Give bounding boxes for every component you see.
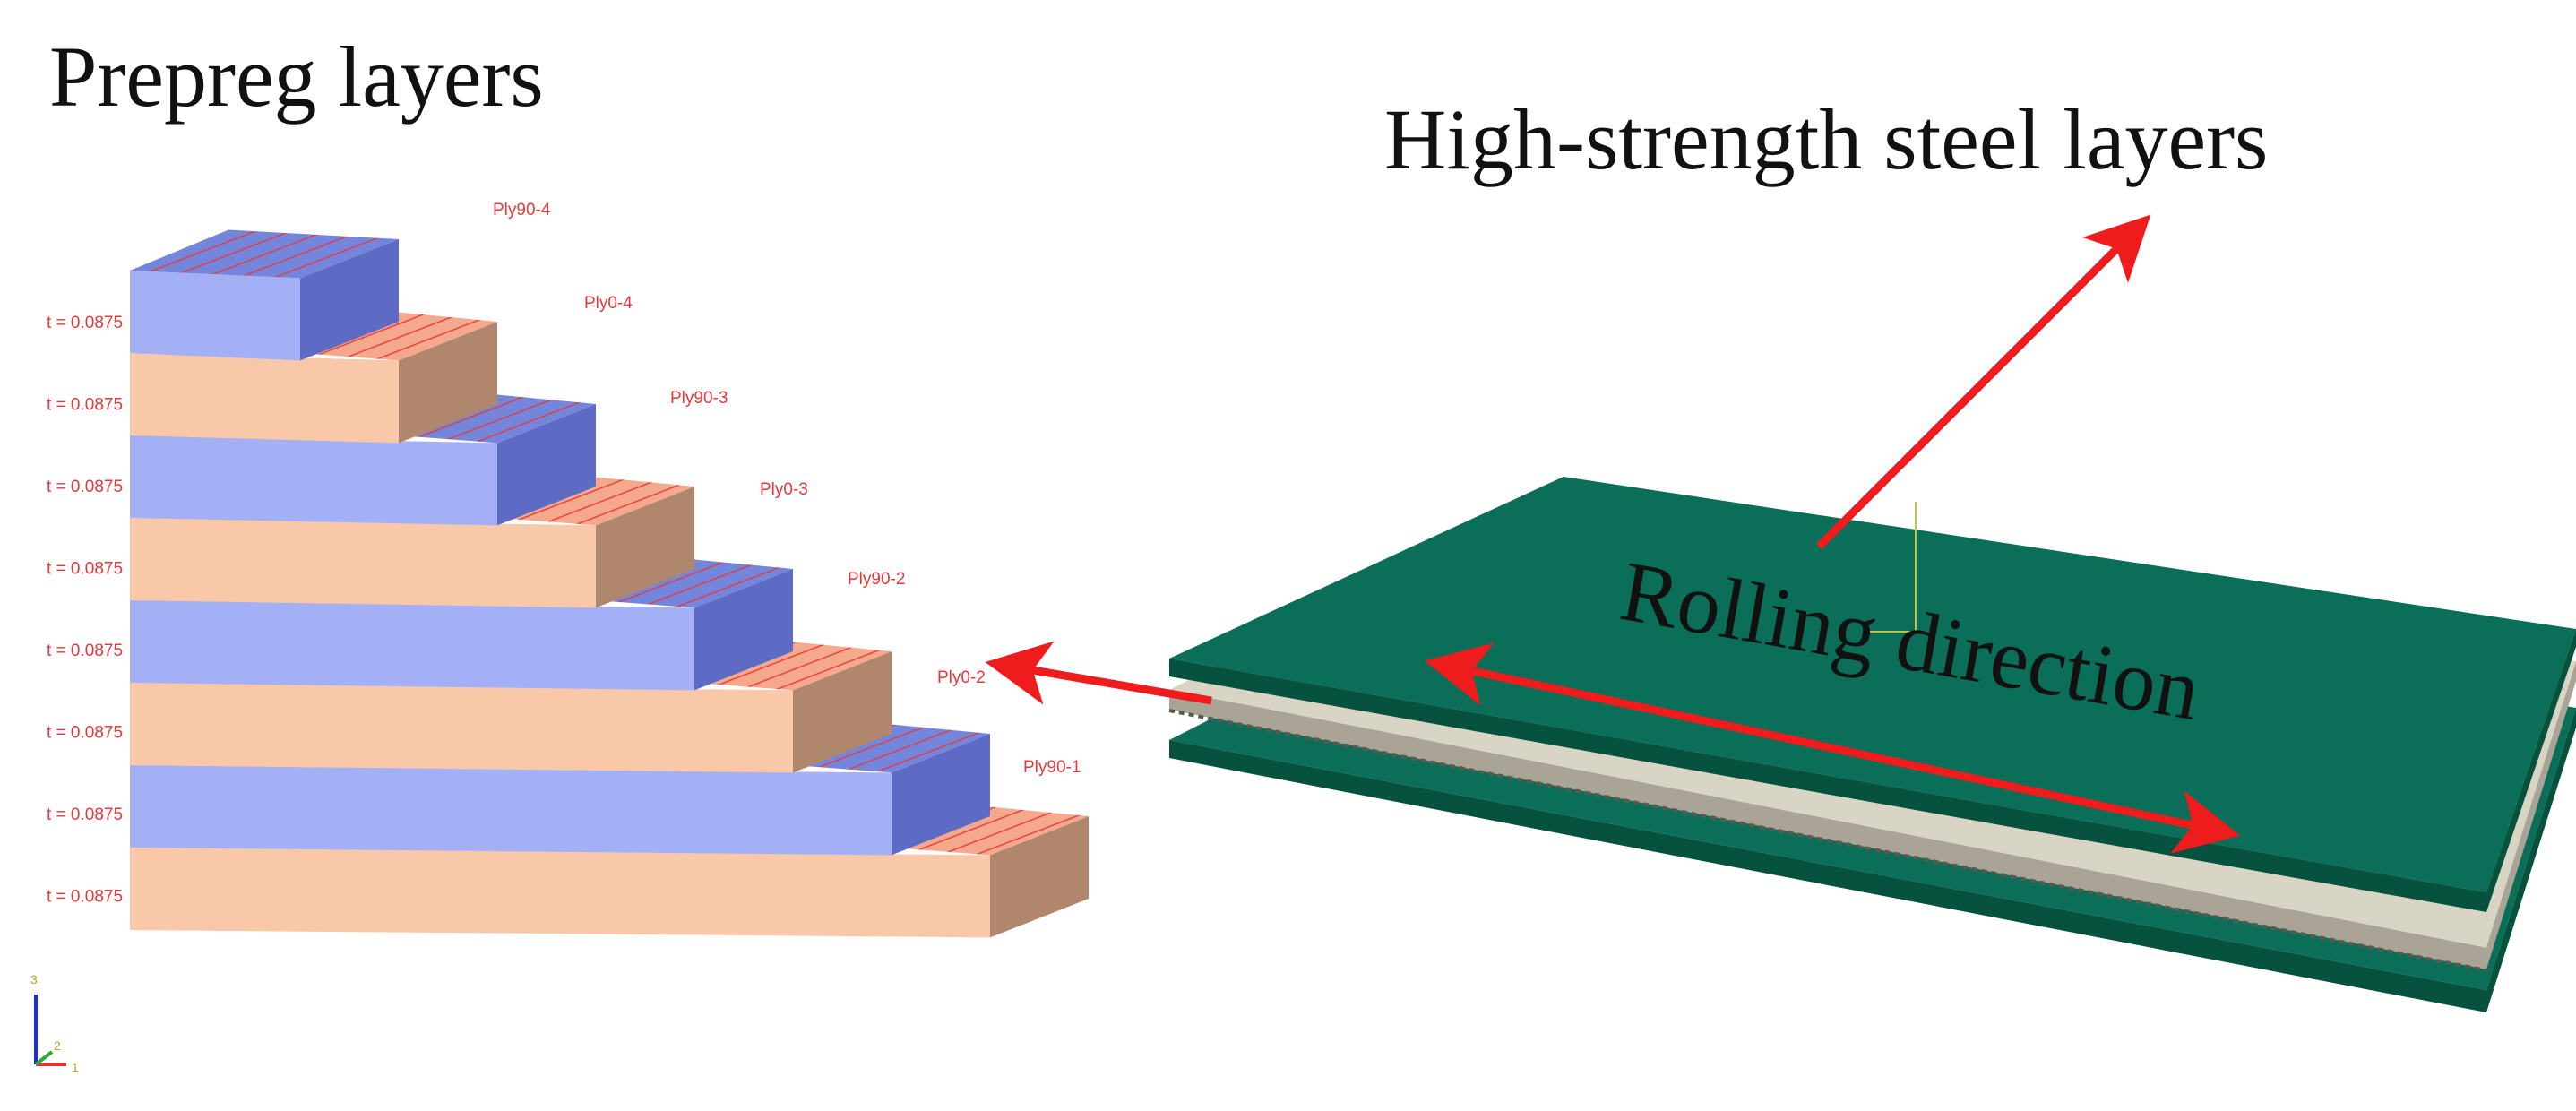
axis-2-line — [34, 1050, 54, 1066]
steel-layers-arrow — [1815, 214, 2151, 550]
ply-front-face-7 — [130, 271, 300, 361]
ply-front-face-6 — [130, 353, 399, 444]
core-layer-edge — [1169, 661, 2576, 969]
ply-top-face-0 — [892, 806, 1089, 856]
ply-top-face-6 — [300, 312, 497, 361]
ply-label-4: Ply90-2 — [848, 570, 905, 589]
ply-label-0: Ply90-4 — [493, 201, 551, 220]
prepreg-steps: t = 0.0875 t = 0.0875 t = 0.0875 t = 0.0875… — [47, 201, 1089, 938]
ply-side-face-7 — [300, 239, 399, 361]
ply-front-face-3 — [130, 600, 694, 691]
ply-front-face-1 — [130, 765, 892, 856]
thickness-label-3: t = 0.0875 — [47, 560, 123, 579]
ply-top-face-2 — [694, 642, 892, 691]
axis-1-label: 1 — [72, 1060, 79, 1074]
ply-top-face-5 — [399, 394, 596, 444]
thickness-label-7: t = 0.0875 — [47, 888, 123, 907]
ply-side-face-6 — [399, 322, 497, 444]
ply-top-face-4 — [497, 477, 694, 526]
bottom-steel-edge — [1169, 708, 2576, 1012]
rolling-direction-arrow — [1424, 642, 2241, 854]
thickness-label-6: t = 0.0875 — [47, 805, 123, 824]
thickness-label-5: t = 0.0875 — [47, 724, 123, 743]
axis-triad: 3 2 1 — [30, 972, 79, 1074]
ply-side-face-3 — [694, 569, 793, 691]
thickness-label-2: t = 0.0875 — [47, 478, 123, 496]
steel-title: High-strength steel layers — [1384, 91, 2268, 187]
prepreg-pointer-arrow — [985, 641, 1212, 705]
ply-side-face-1 — [892, 734, 990, 856]
axis-2-label: 2 — [54, 1038, 61, 1053]
top-steel-edge — [1169, 629, 2576, 912]
ply-label-3: Ply0-3 — [760, 480, 808, 499]
thickness-label-1: t = 0.0875 — [47, 396, 123, 415]
axis-3-label: 3 — [30, 972, 38, 986]
ply-side-face-4 — [596, 487, 694, 608]
ply-side-face-0 — [990, 816, 1089, 938]
steel-panel: High-strength steel layers Rolling direc… — [985, 91, 2576, 1012]
ply-top-face-7 — [130, 229, 399, 279]
ply-label-5: Ply0-2 — [937, 668, 986, 687]
ply-label-1: Ply0-4 — [584, 294, 633, 313]
thickness-label-4: t = 0.0875 — [47, 642, 123, 660]
ply-front-face-4 — [130, 518, 596, 608]
thickness-label-0: t = 0.0875 — [47, 314, 123, 332]
ply-label-2: Ply90-3 — [670, 389, 728, 408]
ply-side-face-2 — [793, 651, 892, 773]
ply-front-face-0 — [130, 848, 990, 938]
ply-top-face-3 — [596, 559, 793, 608]
ply-top-face-1 — [793, 724, 990, 773]
ply-front-face-5 — [130, 435, 497, 526]
ply-label-6: Ply90-1 — [1023, 758, 1081, 777]
ply-side-face-5 — [497, 404, 596, 526]
ply-front-face-2 — [130, 683, 793, 773]
prepreg-title: Prepreg layers — [49, 29, 544, 125]
